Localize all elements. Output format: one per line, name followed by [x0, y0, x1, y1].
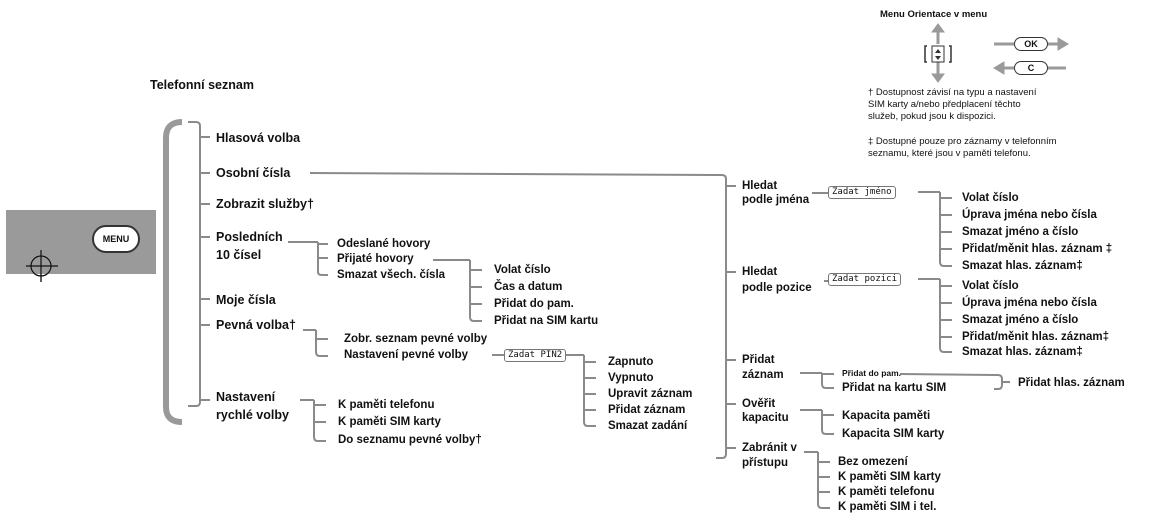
- pevna-sub-item[interactable]: Upravit záznam: [608, 388, 693, 400]
- legend-title: Menu Orientace v menu: [880, 9, 988, 20]
- zabranit-label-2[interactable]: přístupu: [742, 457, 788, 469]
- menu-hlasova-volba[interactable]: Hlasová volba: [216, 131, 301, 145]
- zadat-jmeno-input[interactable]: Zadat jméno: [828, 186, 896, 199]
- pridat-sub-item[interactable]: Přidat na kartu SIM: [842, 382, 947, 394]
- menu-zobrazit-sluzby[interactable]: Zobrazit služby†: [216, 197, 314, 211]
- poslednich-item[interactable]: Přijaté hovory: [337, 253, 414, 265]
- overit-kapacitu-label-2[interactable]: kapacitu: [742, 412, 789, 424]
- pozice-sub-item[interactable]: Volat číslo: [962, 280, 1019, 292]
- pridat-zaznam-label-2[interactable]: záznam: [742, 369, 784, 381]
- root-title: Telefonní seznam: [150, 78, 254, 92]
- jmeno-sub-item[interactable]: Volat číslo: [962, 192, 1019, 204]
- ok-key-icon: OK: [1014, 37, 1048, 51]
- menu-moje-cisla[interactable]: Moje čísla: [216, 293, 276, 307]
- menu-pevna-volba[interactable]: Pevná volba†: [216, 318, 296, 332]
- pridat-sub-item[interactable]: Přidat do pam.: [842, 368, 902, 378]
- jmeno-sub-item[interactable]: Přidat/měnit hlas. záznam ‡: [962, 243, 1113, 255]
- pevna-item[interactable]: Zobr. seznam pevné volby: [344, 333, 488, 345]
- crosshair-icon: [26, 250, 58, 282]
- zabranit-sub-item[interactable]: K paměti SIM i tel.: [838, 501, 937, 513]
- menu-poslednich-label-1[interactable]: Posledních: [216, 230, 283, 244]
- jmeno-sub-item[interactable]: Smazat hlas. záznam‡: [962, 260, 1083, 272]
- menu-rychle-label-1[interactable]: Nastavení: [216, 390, 276, 404]
- pozice-sub-item[interactable]: Úprava jména nebo čísla: [962, 297, 1097, 309]
- pevna-sub-item[interactable]: Vypnuto: [608, 372, 654, 384]
- pevna-sub-item[interactable]: Zapnuto: [608, 356, 654, 368]
- pridat-zaznam-label-1[interactable]: Přidat: [742, 354, 775, 366]
- hledat-jmeno-label-2[interactable]: podle jména: [742, 194, 810, 206]
- overit-sub-item[interactable]: Kapacita SIM karty: [842, 428, 945, 440]
- double-dagger-note: ‡ Dostupné pouze pro záznamy v telefonní…: [868, 136, 1057, 159]
- overit-sub-item[interactable]: Kapacita paměti: [842, 410, 931, 422]
- pozice-sub-item[interactable]: Přidat/měnit hlas. záznam‡: [962, 331, 1109, 343]
- rychle-item[interactable]: Do seznamu pevné volby†: [338, 434, 482, 446]
- hledat-pozice-label-1[interactable]: Hledat: [742, 266, 778, 278]
- prijate-sub-item[interactable]: Přidat do pam.: [494, 298, 574, 310]
- zabranit-sub-item[interactable]: Bez omezení: [838, 456, 908, 468]
- rychle-item[interactable]: K paměti SIM karty: [338, 416, 441, 428]
- poslednich-item[interactable]: Odeslané hovory: [337, 238, 431, 250]
- zabranit-sub-item[interactable]: K paměti telefonu: [838, 486, 935, 498]
- pevna-sub-item[interactable]: Přidat záznam: [608, 404, 686, 416]
- hledat-jmeno-label-1[interactable]: Hledat: [742, 180, 778, 192]
- pin2-input[interactable]: Zadat PIN2: [504, 349, 567, 362]
- zadat-pozici-input[interactable]: Zadat pozici: [828, 273, 902, 286]
- menu-button[interactable]: MENU: [92, 225, 140, 253]
- pevna-item[interactable]: Nastavení pevné volby: [344, 349, 468, 361]
- rychle-item[interactable]: K paměti telefonu: [338, 399, 435, 411]
- prijate-sub-item[interactable]: Čas a datum: [494, 281, 563, 293]
- pridat-hlas-zaznam[interactable]: Přidat hlas. záznam: [1018, 377, 1125, 389]
- prijate-sub-item[interactable]: Volat číslo: [494, 264, 551, 276]
- pozice-sub-item[interactable]: Smazat jméno a číslo: [962, 314, 1079, 326]
- poslednich-item[interactable]: Smazat všech. čísla: [337, 269, 446, 281]
- menu-osobni-cisla[interactable]: Osobní čísla: [216, 166, 291, 180]
- pozice-sub-item[interactable]: Smazat hlas. záznam‡: [962, 346, 1083, 358]
- pevna-sub-item[interactable]: Smazat zadání: [608, 420, 688, 432]
- c-key-icon: C: [1014, 61, 1048, 75]
- jmeno-sub-item[interactable]: Smazat jméno a číslo: [962, 226, 1079, 238]
- zabranit-label-1[interactable]: Zabránit v: [742, 442, 797, 454]
- menu-poslednich-label-2[interactable]: 10 čísel: [216, 248, 262, 262]
- hledat-pozice-label-2[interactable]: podle pozice: [742, 282, 812, 294]
- dagger-note: † Dostupnost závisí na typu a nastavení …: [868, 87, 1037, 122]
- overit-kapacitu-label-1[interactable]: Ověřit: [742, 398, 776, 410]
- jmeno-sub-item[interactable]: Úprava jména nebo čísla: [962, 209, 1097, 221]
- menu-rychle-label-2[interactable]: rychlé volby: [216, 408, 289, 422]
- zabranit-sub-item[interactable]: K paměti SIM karty: [838, 471, 941, 483]
- prijate-sub-item[interactable]: Přidat na SIM kartu: [494, 315, 599, 327]
